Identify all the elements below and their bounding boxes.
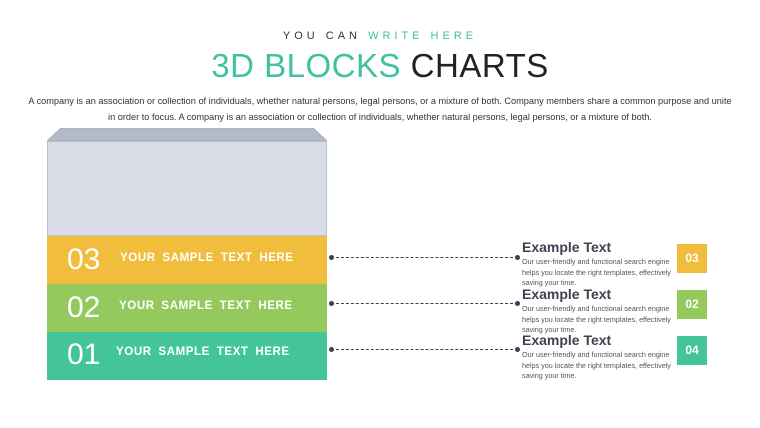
eyebrow-accent-text: WRITE HERE <box>368 30 478 42</box>
page-title: 3D BLOCKS CHARTS <box>0 44 760 88</box>
connector-line-02 <box>331 303 518 304</box>
badge-02: 02 <box>677 290 707 319</box>
eyebrow-tagline: YOU CAN WRITE HERE <box>0 30 760 42</box>
example-item-1: Example Text Our user-friendly and funct… <box>522 239 672 289</box>
example-heading: Example Text <box>522 286 612 302</box>
block-label: YOUR SAMPLE TEXT HERE <box>119 300 293 312</box>
example-body: Our user-friendly and functional search … <box>522 257 671 287</box>
description-text: A company is an association or collectio… <box>28 96 732 122</box>
block-02: 02 YOUR SAMPLE TEXT HERE <box>47 284 327 332</box>
connector-dot-right <box>515 347 520 352</box>
block-03: 03 YOUR SAMPLE TEXT HERE <box>47 236 327 284</box>
block-number: 01 <box>67 338 101 371</box>
block-top-face <box>47 128 327 141</box>
block-label: YOUR SAMPLE TEXT HERE <box>120 252 294 264</box>
example-body: Our user-friendly and functional search … <box>522 304 671 334</box>
block-number: 02 <box>67 291 101 324</box>
example-body: Our user-friendly and functional search … <box>522 350 671 380</box>
eyebrow-dark-text: YOU CAN <box>282 30 361 42</box>
block-number: 03 <box>67 243 101 276</box>
example-heading: Example Text <box>522 332 612 348</box>
connector-dot-right <box>515 255 520 260</box>
badge-03: 03 <box>677 244 707 273</box>
example-heading: Example Text <box>522 239 612 255</box>
example-item-3: Example Text Our user-friendly and funct… <box>522 332 672 382</box>
badge-04: 04 <box>677 336 707 365</box>
empty-block-lower <box>47 188 327 236</box>
empty-block-upper <box>47 141 327 189</box>
connector-line-01 <box>331 349 518 350</box>
title-dark-text: CHARTS <box>410 47 549 84</box>
example-item-2: Example Text Our user-friendly and funct… <box>522 286 672 336</box>
title-accent-text: 3D BLOCKS <box>211 47 401 84</box>
block-label: YOUR SAMPLE TEXT HERE <box>116 346 290 358</box>
connector-dot-right <box>515 301 520 306</box>
block-01: 01 YOUR SAMPLE TEXT HERE <box>47 332 327 380</box>
connector-line-03 <box>331 257 518 258</box>
